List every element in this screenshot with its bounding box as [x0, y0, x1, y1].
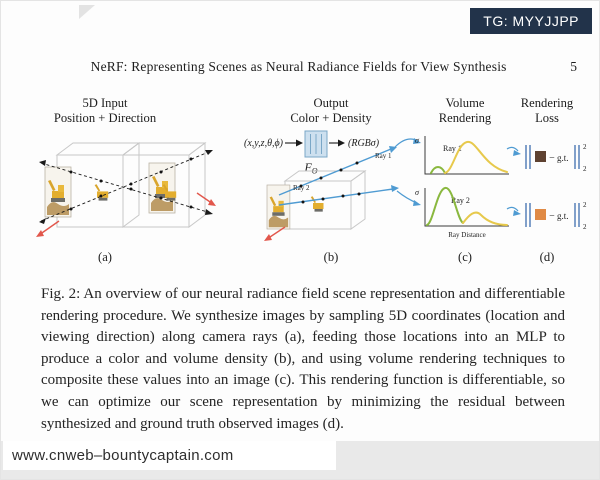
panel-c: Volume Rendering σ Ray 1 σ Ray 2 Ray Dis…	[415, 96, 521, 264]
panel-a-letter: (a)	[98, 250, 112, 264]
input-image-thumbnail-2	[148, 162, 176, 214]
density-curve-yellow-2	[462, 211, 508, 226]
panel-a-title-line2: Position + Direction	[54, 111, 157, 125]
panel-c-title-line1: Volume	[446, 96, 485, 110]
ray1-label-b: Ray 1	[375, 152, 392, 160]
connector-plot1-to-loss1	[506, 146, 521, 156]
density-curve-yellow-1	[444, 141, 508, 174]
panel-b-letter: (b)	[324, 250, 339, 264]
scene-object-excavator-1	[94, 184, 109, 201]
density-plot-ray1: σ Ray 1	[415, 136, 509, 175]
ray1-plot-label: Ray 1	[443, 144, 462, 153]
ground-truth-label-1: g.t.	[557, 153, 569, 163]
minus-sign-1: −	[549, 153, 555, 164]
panel-a: 5D Input Position + Direction	[36, 96, 216, 264]
running-header: NeRF: Representing Scenes as Neural Radi…	[41, 59, 577, 75]
norm-exponent-2: 2	[583, 201, 587, 209]
watermark-url-text: www.cnweb–bountycaptain.com	[12, 447, 234, 464]
loss-term-2: − g.t. 2 2	[525, 201, 587, 231]
camera-ray-dashed-1	[39, 150, 213, 224]
camera-image-plane	[266, 184, 291, 230]
density-curve-green-1	[430, 166, 446, 174]
corner-fold-decoration	[79, 5, 95, 19]
ground-truth-label-2: g.t.	[557, 211, 569, 221]
output-tuple-label: (RGBσ)	[348, 138, 380, 149]
panel-d-letter: (d)	[540, 250, 555, 264]
camera-ray-dashed-2	[39, 160, 213, 215]
scene-box-3	[283, 170, 367, 230]
figure2-diagram: 5D Input Position + Direction	[36, 96, 587, 264]
view-direction-arrow-2	[196, 192, 216, 206]
caption-body: An overview of our neural radiance field…	[41, 286, 565, 432]
watermark-box: www.cnweb–bountycaptain.com	[3, 441, 336, 470]
bottom-strip: www.cnweb–bountycaptain.com	[1, 441, 599, 479]
arrow-to-mlp	[285, 139, 303, 147]
panel-d-title-line1: Rendering	[521, 96, 574, 110]
rendered-pixel-square-2	[535, 209, 546, 220]
ray2-label-b: Ray 2	[293, 184, 310, 192]
norm-subscript-2: 2	[583, 223, 587, 231]
arrow-from-mlp	[329, 139, 345, 147]
rendered-pixel-square-1	[535, 151, 546, 162]
density-curve-green-2	[426, 187, 464, 226]
panel-c-title-line2: Rendering	[439, 111, 492, 125]
panel-b-title-line1: Output	[314, 96, 349, 110]
caption-label: Fig. 2:	[41, 286, 81, 302]
paper-title: NeRF: Representing Scenes as Neural Radi…	[90, 59, 507, 74]
scene-object-excavator-2	[162, 184, 177, 201]
panel-d: Rendering Loss − g.t. 2 2 − g.t.	[521, 96, 587, 264]
connector-ray2-to-plot2	[396, 190, 421, 206]
sigma-axis-label-2: σ	[415, 188, 420, 197]
panel-a-title-line1: 5D Input	[82, 96, 128, 110]
ray-2-line	[278, 185, 399, 206]
page-number: 5	[570, 59, 577, 74]
panel-c-letter: (c)	[458, 250, 472, 264]
view-direction-arrow-3	[264, 226, 286, 241]
sigma-axis-label-1: σ	[415, 136, 420, 145]
mlp-function-label: FΘ	[303, 160, 317, 176]
ray-distance-axis-label: Ray Distance	[448, 231, 486, 239]
input-tuple-label: (x,y,z,θ,ϕ)	[244, 138, 284, 149]
ray2-plot-label: Ray 2	[451, 196, 470, 205]
minus-sign-2: −	[549, 211, 555, 222]
telegram-tag-badge: TG: MYYJJPP	[470, 8, 592, 34]
density-plot-ray2: σ Ray 2 Ray Distance	[415, 187, 509, 239]
norm-exponent-1: 2	[583, 143, 587, 151]
connector-plot2-to-loss2	[506, 206, 521, 216]
ray-1-line	[278, 146, 397, 196]
input-image-thumbnail-1	[44, 166, 72, 218]
mlp-network-block	[304, 130, 328, 158]
panel-b-title-line2: Color + Density	[290, 111, 372, 125]
norm-subscript-1: 2	[583, 165, 587, 173]
figure-caption: Fig. 2: An overview of our neural radian…	[41, 284, 565, 435]
loss-term-1: − g.t. 2 2	[525, 143, 587, 173]
panel-d-title-line2: Loss	[535, 111, 559, 125]
panel-b: Output Color + Density (x,y,z,θ,ϕ) FΘ (R…	[244, 96, 421, 264]
view-direction-arrow-1	[36, 220, 60, 237]
connector-ray1-to-plot1	[394, 138, 421, 148]
